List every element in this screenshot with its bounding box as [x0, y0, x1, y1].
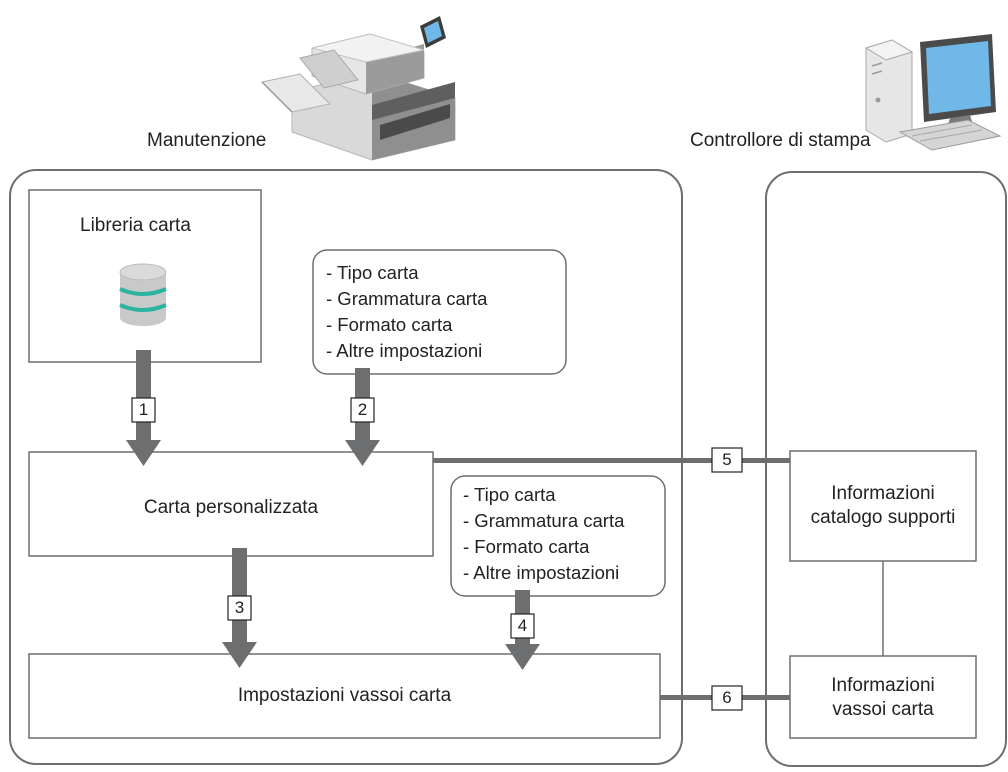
- step-label-6: 6: [722, 688, 732, 707]
- connection-5: [433, 458, 790, 463]
- step-box-2: [350, 397, 375, 423]
- print-controller-container: [765, 171, 1007, 767]
- settings-item: - Grammatura carta: [463, 510, 625, 531]
- step-box-1: [131, 397, 156, 423]
- step-box-4: [510, 613, 535, 639]
- settings-item: - Formato carta: [326, 314, 453, 335]
- settings-callout-b: [450, 475, 666, 597]
- media-catalog-box: [789, 450, 977, 562]
- settings-item: - Tipo carta: [326, 262, 419, 283]
- paper-library-label: Libreria carta: [80, 215, 191, 236]
- database-icon: [119, 263, 167, 326]
- computer-icon: [864, 34, 1002, 151]
- step-box-6: [711, 685, 743, 711]
- connection-6: [660, 695, 790, 700]
- tray-info-label: Informazioni vassoi carta: [790, 674, 976, 722]
- tray-settings-label: Impostazioni vassoi carta: [237, 685, 452, 706]
- settings-list-b: - Tipo carta - Grammatura carta - Format…: [463, 482, 624, 586]
- tray-info-line1: Informazioni: [831, 675, 935, 696]
- media-catalog-line2: catalogo supporti: [810, 507, 956, 528]
- tray-info-box: [789, 655, 977, 739]
- printer-icon: [260, 16, 456, 161]
- step-box-5: [711, 447, 743, 473]
- settings-item: - Grammatura carta: [326, 288, 488, 309]
- settings-item: - Altre impostazioni: [326, 340, 483, 361]
- custom-paper-box: [28, 451, 434, 557]
- media-catalog-label: Informazioni catalogo supporti: [790, 482, 976, 530]
- print-controller-label: Controllore di stampa: [690, 130, 871, 151]
- settings-callout-a: [312, 249, 567, 375]
- tray-settings-box: [28, 653, 661, 739]
- maintenance-container: [9, 169, 683, 765]
- settings-list-a: - Tipo carta - Grammatura carta - Format…: [326, 260, 487, 364]
- custom-paper-label: Carta personalizzata: [143, 497, 319, 518]
- step-label-5: 5: [722, 450, 732, 469]
- step-label-2: 2: [357, 400, 368, 419]
- step-label-3: 3: [234, 598, 245, 617]
- settings-item: - Formato carta: [463, 536, 590, 557]
- tray-info-line2: vassoi carta: [832, 699, 934, 720]
- settings-item: - Tipo carta: [463, 484, 556, 505]
- maintenance-label: Manutenzione: [147, 130, 267, 151]
- step-box-3: [227, 595, 252, 621]
- media-catalog-line1: Informazioni: [831, 483, 935, 504]
- step-label-4: 4: [517, 616, 528, 635]
- step-label-1: 1: [138, 400, 149, 419]
- settings-item: - Altre impostazioni: [463, 562, 620, 583]
